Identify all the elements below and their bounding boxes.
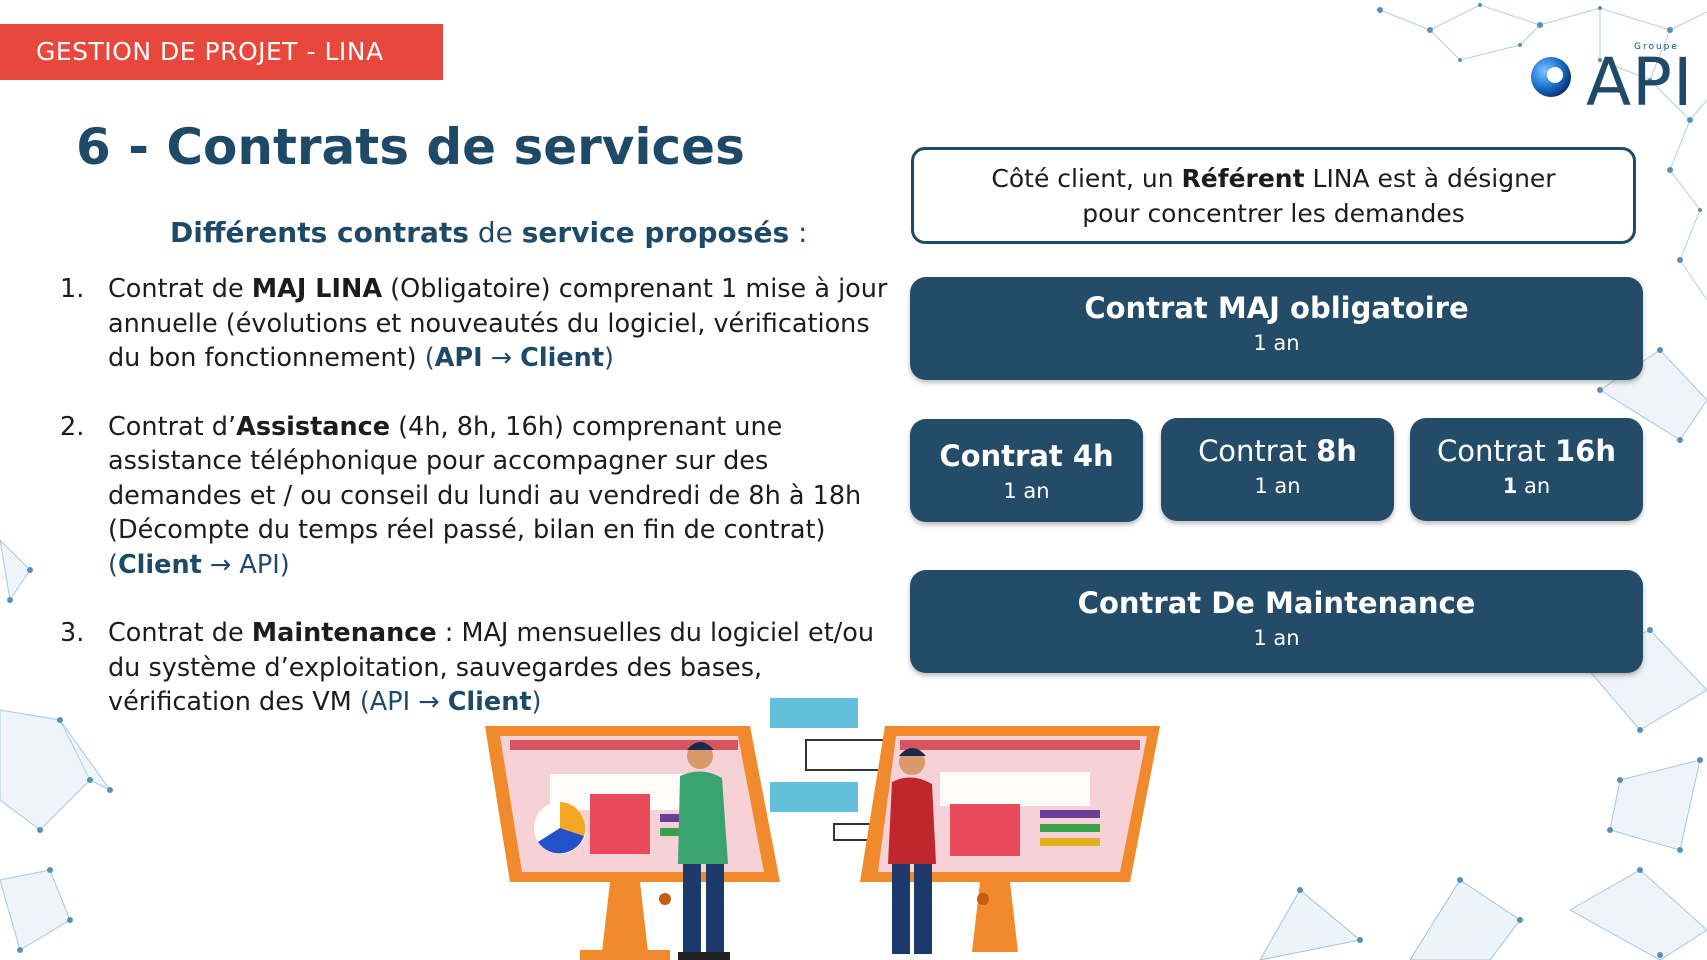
item-line: annuelle (évolutions et nouveautés du lo… bbox=[108, 308, 870, 339]
api-logo-icon bbox=[1531, 57, 1571, 97]
text: an bbox=[1517, 474, 1551, 498]
item-line: Contrat de MAJ LINA (Obligatoire) compre… bbox=[108, 272, 887, 307]
card-contrat-16h: Contrat 16h 1 an bbox=[1410, 418, 1643, 521]
network-decoration-top-right bbox=[1377, 3, 1707, 301]
text-bold: 1 bbox=[1502, 474, 1518, 498]
text-bold: 16h bbox=[1555, 434, 1617, 468]
card-duration: 1 an bbox=[1253, 331, 1300, 355]
text: du bon fonctionnement) bbox=[108, 343, 425, 373]
contracts-list: 1. Contrat de MAJ LINA (Obligatoire) com… bbox=[60, 272, 887, 754]
subtitle-part: : bbox=[789, 216, 808, 249]
item-line: demandes et / ou conseil du lundi au ven… bbox=[108, 480, 862, 511]
speech-bubble-icon bbox=[770, 782, 858, 812]
text: : MAJ mensuelles du logiciel et/ou bbox=[436, 618, 875, 648]
item-line: vérification des VM (API → Client) bbox=[108, 685, 840, 720]
referent-line: Côté client, un Référent LINA est à dési… bbox=[914, 161, 1633, 196]
list-item: 3. Contrat de Maintenance : MAJ mensuell… bbox=[60, 616, 874, 720]
text: LINA est à désigner bbox=[1304, 164, 1556, 193]
text-bold: Client bbox=[520, 343, 605, 373]
subtitle-part: service proposés bbox=[521, 216, 790, 249]
text: Contrat de bbox=[108, 618, 252, 648]
subtitle-part: Différents contrats bbox=[170, 216, 469, 249]
text: → API) bbox=[201, 549, 290, 580]
text: Contrat bbox=[1436, 434, 1555, 468]
referent-box: Côté client, un Référent LINA est à dési… bbox=[911, 147, 1636, 244]
list-number: 1. bbox=[60, 274, 85, 304]
list-number: 2. bbox=[60, 411, 85, 442]
arrow: → bbox=[482, 343, 521, 373]
card-contrat-4h: Contrat 4h 1 an bbox=[910, 419, 1143, 522]
card-contrat-8h: Contrat 8h 1 an bbox=[1161, 418, 1394, 521]
text: ( bbox=[108, 549, 118, 580]
card-title: Contrat 4h bbox=[939, 439, 1114, 473]
text-bold: Maintenance bbox=[251, 618, 437, 648]
direction-label: (API → Client) bbox=[360, 687, 542, 717]
direction-label: (API → Client) bbox=[425, 343, 614, 373]
item-line: Contrat de Maintenance : MAJ mensuelles … bbox=[108, 616, 874, 651]
text: Côté client, un bbox=[991, 164, 1182, 193]
item-line: (Décompte du temps réel passé, bilan en … bbox=[108, 515, 826, 545]
logo-name: API bbox=[1586, 44, 1694, 121]
subtitle-part: de bbox=[468, 216, 522, 249]
list-item: 2. Contrat d’Assistance (4h, 8h, 16h) co… bbox=[60, 410, 862, 583]
text-bold: Client bbox=[117, 549, 202, 580]
text: ) bbox=[531, 687, 542, 717]
card-contrat-maj: Contrat MAJ obligatoire 1 an bbox=[910, 277, 1643, 380]
card-title: Contrat 8h bbox=[1161, 434, 1394, 468]
card-title: Contrat MAJ obligatoire bbox=[1084, 291, 1469, 325]
right-person-icon bbox=[888, 748, 936, 954]
logo-groupe-label: Groupe bbox=[1634, 42, 1679, 52]
text-bold: 8h bbox=[1316, 434, 1357, 468]
text-bold: MAJ LINA bbox=[251, 274, 383, 304]
list-number: 3. bbox=[60, 618, 85, 648]
card-title: Contrat 16h bbox=[1410, 434, 1643, 468]
card-duration: 1 an bbox=[1003, 479, 1050, 503]
list-item: 1. Contrat de MAJ LINA (Obligatoire) com… bbox=[60, 272, 887, 376]
referent-line: pour concentrer les demandes bbox=[1082, 199, 1465, 228]
text: Contrat bbox=[1198, 434, 1317, 468]
text: Contrat de bbox=[108, 274, 252, 304]
card-title: Contrat De Maintenance bbox=[1077, 586, 1476, 620]
text: Contrat d’ bbox=[108, 411, 237, 442]
text: (Obligatoire) comprenant 1 mise à jour bbox=[382, 274, 888, 304]
text-bold: Assistance bbox=[236, 411, 391, 442]
item-line: Contrat d’Assistance (4h, 8h, 16h) compr… bbox=[108, 410, 840, 445]
speech-bubble-icon bbox=[770, 698, 858, 728]
slide-subtitle: Différents contrats de service proposés … bbox=[170, 216, 807, 249]
text-bold: API bbox=[434, 343, 483, 373]
item-line: du bon fonctionnement) (API → Client) bbox=[108, 341, 840, 376]
card-contrat-maintenance: Contrat De Maintenance 1 an bbox=[910, 570, 1643, 673]
text: ( bbox=[424, 343, 435, 373]
text: (API → bbox=[359, 687, 448, 717]
card-duration: 1 an bbox=[1410, 474, 1643, 498]
card-duration: 1 an bbox=[1253, 626, 1300, 650]
section-banner: GESTION DE PROJET - LINA bbox=[0, 24, 443, 80]
text: vérification des VM bbox=[108, 687, 360, 717]
direction-label: (Client → API) bbox=[108, 548, 840, 583]
card-duration: 1 an bbox=[1254, 474, 1301, 498]
text: ) bbox=[604, 343, 614, 373]
item-line: assistance téléphonique pour accompagner… bbox=[108, 446, 769, 476]
left-person-icon bbox=[678, 742, 730, 960]
right-monitor-icon bbox=[860, 726, 1160, 952]
network-decoration-left bbox=[0, 540, 113, 953]
slide-title: 6 - Contrats de services bbox=[76, 118, 745, 176]
item-line: du système d’exploitation, sauvegardes d… bbox=[108, 652, 763, 683]
text-bold: Référent bbox=[1181, 164, 1305, 193]
text-bold: Client bbox=[447, 687, 532, 717]
text: (4h, 8h, 16h) comprenant une bbox=[390, 411, 783, 442]
support-illustration bbox=[485, 698, 1160, 960]
left-monitor-icon bbox=[485, 726, 780, 960]
network-decoration-bottom bbox=[1259, 877, 1523, 960]
